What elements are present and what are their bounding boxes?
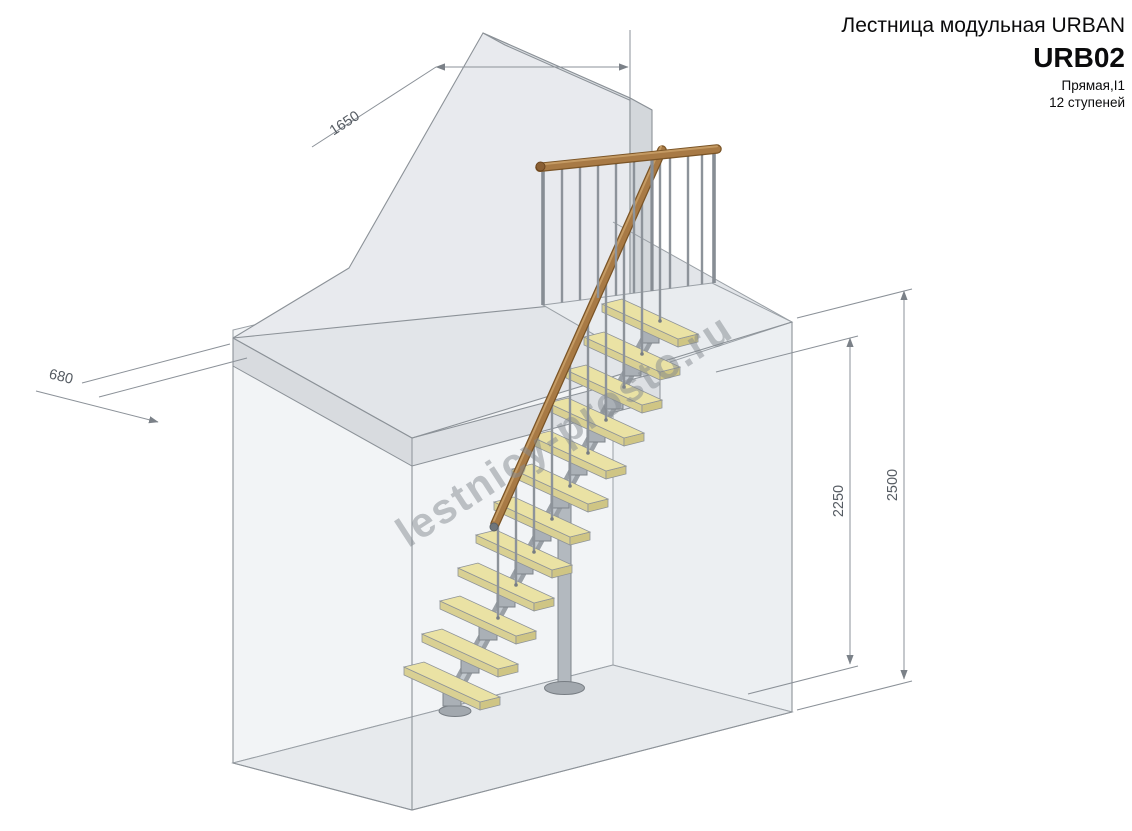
step-9 [546, 397, 646, 447]
dim-2250-extension-top [715, 335, 859, 373]
baluster-foot [514, 583, 518, 587]
room-bottom-edges [232, 711, 793, 811]
tread-top [420, 628, 520, 670]
room-edges [232, 322, 793, 811]
title-block: Лестница модульная URBAN URB02 Прямая,I1… [841, 14, 1125, 110]
baluster-foot [622, 385, 626, 389]
dim-1650-label: 1650 [327, 108, 363, 139]
step-1 [402, 661, 502, 711]
tread-top [546, 397, 646, 439]
tread-top [600, 298, 700, 340]
step-8 [528, 430, 628, 480]
front-support-base-plate [438, 705, 472, 717]
dim-1650-leader [311, 66, 437, 148]
step-10 [564, 364, 664, 414]
baluster-foot [568, 484, 572, 488]
title-model: URB02 [1033, 42, 1125, 73]
step-3 [438, 595, 538, 645]
baluster-foot [532, 550, 536, 554]
dim-2250-extension-bottom [747, 665, 859, 695]
wall-front-face [232, 32, 631, 339]
railing [489, 144, 722, 620]
staircase [402, 298, 700, 717]
baluster-foot [604, 418, 608, 422]
tread-top [402, 661, 502, 703]
step-2 [420, 628, 520, 678]
title-step-count: 12 ступеней [1049, 95, 1125, 110]
step-11 [582, 331, 682, 381]
handrail-finial [535, 161, 546, 172]
landing-handrail [536, 145, 721, 171]
dim-2500-extension-bottom [796, 680, 913, 711]
landing-handrail-highlight [539, 145, 718, 166]
dim-680-extension-2 [98, 357, 248, 398]
tread-top [474, 529, 574, 571]
handrail-end-cap [489, 522, 499, 532]
title-type: Прямая,I1 [1062, 78, 1125, 93]
dim-2500-label: 2500 [885, 469, 901, 501]
tread-top [564, 364, 664, 406]
baluster-foot [496, 616, 500, 620]
step-4 [456, 562, 556, 612]
baluster-foot [586, 451, 590, 455]
step-5 [474, 529, 574, 579]
tread-top [528, 430, 628, 472]
dim-680-line [35, 390, 159, 424]
step-6 [492, 496, 592, 546]
title-product-line: Лестница модульная URBAN [841, 14, 1125, 37]
dim-2250-label: 2250 [831, 485, 847, 517]
step-7 [510, 463, 610, 513]
dim-2500-extension-top [796, 288, 913, 319]
step-12 [600, 298, 700, 348]
dim-680-label: 680 [47, 366, 74, 387]
baluster-foot [658, 319, 662, 323]
baluster-foot [550, 517, 554, 521]
tread-top [456, 562, 556, 604]
baluster-foot [640, 352, 644, 356]
tread-top [582, 331, 682, 373]
column-base-plate [544, 681, 585, 695]
dim-680-extension-1 [81, 343, 231, 384]
tread-top [438, 595, 538, 637]
wall [232, 32, 653, 339]
